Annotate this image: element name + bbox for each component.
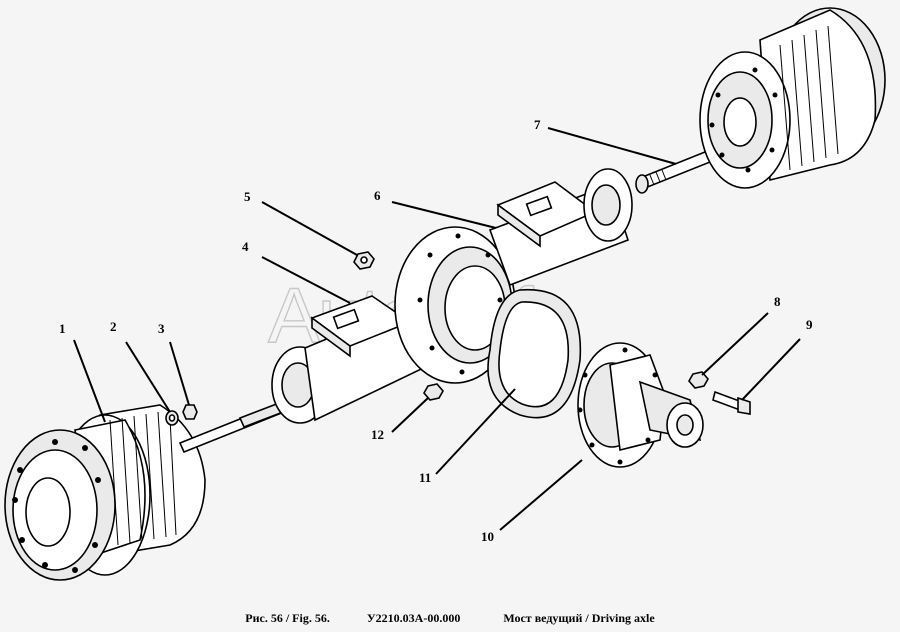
axle-housing [271, 168, 633, 424]
main-gear-reducer-part-10 [577, 342, 704, 468]
nut-part-8 [688, 371, 709, 389]
callout-label-4: 4 [242, 239, 249, 254]
callout-label-7: 7 [534, 117, 541, 132]
callout-label-1: 1 [59, 321, 66, 336]
right-wheel-hub [699, 7, 886, 189]
washer-part-2 [165, 410, 179, 426]
nut-part-5 [353, 251, 375, 270]
callout-label-6: 6 [374, 188, 381, 203]
callout-label-10: 10 [481, 529, 494, 544]
figure-caption: Рис. 56 / Fig. 56. У2210.03А-00.000 Мост… [0, 611, 900, 626]
callout-label-2: 2 [110, 319, 117, 334]
nut-part-3 [182, 404, 198, 420]
callout-label-9: 9 [806, 317, 813, 332]
caption-figure-number: Рис. 56 / Fig. 56. [245, 611, 330, 625]
callout-label-3: 3 [158, 321, 165, 336]
caption-part-number: У2210.03А-00.000 [366, 611, 461, 625]
gasket-part-11 [487, 288, 582, 419]
left-wheel-hub [4, 404, 206, 581]
leader-lines [73, 127, 801, 531]
callout-label-8: 8 [774, 294, 781, 309]
caption-title: Мост ведущий / Driving axle [503, 611, 655, 625]
callout-label-5: 5 [244, 189, 251, 204]
callout-label-12: 12 [371, 427, 384, 442]
callout-label-11: 11 [419, 470, 431, 485]
nut-part-12 [423, 383, 444, 401]
callout-labels: 1 2 3 4 5 6 7 8 9 10 11 12 [59, 117, 813, 544]
bolt-part-9 [712, 390, 751, 415]
